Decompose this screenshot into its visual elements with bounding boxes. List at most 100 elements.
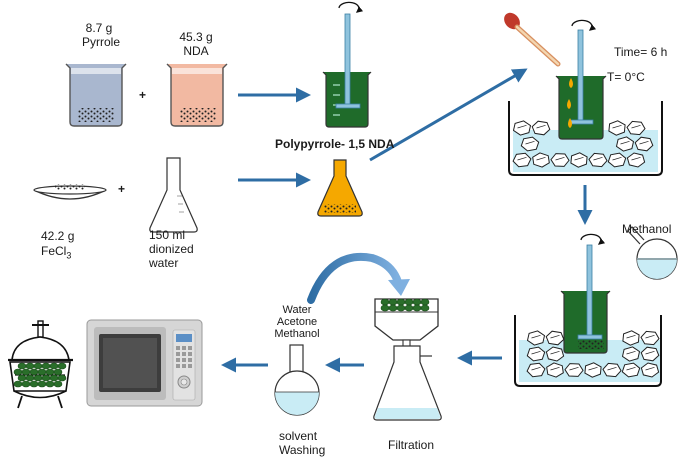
ice-cube-edge: [626, 366, 636, 371]
polymer-bead: [29, 368, 39, 376]
oven-keypad-button: [182, 364, 186, 368]
fecl3-amount: 42.2 g: [41, 229, 75, 243]
ice-cube-edge: [550, 334, 560, 339]
ice-cube-edge: [574, 156, 584, 161]
water-volume: 150 ml: [149, 228, 186, 242]
ice-cube: [545, 330, 565, 346]
nda-beaker: [166, 63, 228, 127]
ice-cube-edge: [645, 366, 655, 371]
ice-bath-reactor: [508, 19, 663, 176]
ice-cube: [622, 330, 640, 346]
ice-cube-edge: [531, 366, 541, 371]
polymer-bead: [33, 362, 43, 370]
oven-keypad-button: [182, 358, 186, 362]
polymer-bead: [25, 362, 35, 370]
fecl3-formula: FeCl3: [41, 244, 71, 262]
condition-temp: T= 0°C: [607, 70, 645, 84]
polymer-bead: [41, 362, 51, 370]
fecl3-dish: [33, 184, 107, 200]
ice-cube: [621, 346, 641, 362]
polymer-bead: [53, 368, 63, 376]
polymer-bead: [33, 374, 43, 382]
polymer-bead: [21, 368, 31, 376]
condition-time: Time= 6 h: [614, 45, 668, 59]
washing-flask: [274, 344, 320, 416]
ice-cube-edge: [550, 366, 560, 371]
ice-cube: [634, 136, 654, 152]
wash-solvent-methanol: Methanol: [274, 328, 320, 340]
polymer-bead: [380, 298, 390, 306]
oven-keypad-button: [176, 352, 180, 356]
oven-keypad-button: [176, 346, 180, 350]
polymer-bead: [396, 298, 406, 306]
curved-arrow-to-funnel: [307, 252, 402, 304]
ice-cube-edge: [569, 366, 579, 371]
ice-cube-edge: [536, 156, 546, 161]
ice-cube-edge: [593, 156, 603, 161]
ice-cube-edge: [588, 366, 598, 371]
water-flask: [149, 157, 198, 233]
ice-cube: [570, 152, 588, 168]
ice-cube: [608, 120, 626, 136]
ice-cube-edge: [517, 156, 527, 161]
ice-cube: [602, 362, 622, 378]
ice-cube-edge: [626, 334, 636, 339]
polymer-bead: [420, 304, 430, 312]
ice-cube: [626, 120, 646, 136]
polymer-bead: [37, 368, 47, 376]
oven-keypad-button: [182, 352, 186, 356]
plus-bottom: +: [118, 182, 126, 196]
drying-oven: [86, 319, 203, 407]
ice-cube: [526, 346, 546, 362]
desiccator: [8, 320, 73, 409]
ice-cube-edge: [607, 366, 617, 371]
ice-cube-edge: [550, 350, 560, 355]
polymer-bead: [53, 380, 63, 388]
curved-arrow-head: [388, 279, 410, 296]
oven-keypad-button: [176, 358, 180, 362]
product-flask: [317, 159, 363, 217]
ice-cube-edge: [626, 350, 636, 355]
filtration-label: Filtration: [388, 438, 435, 452]
polymer-bead: [45, 368, 55, 376]
reactor-beaker: [322, 1, 372, 128]
methanol-flask: [627, 226, 678, 280]
product-label: Polypyrrole- 1,5 NDA: [275, 137, 395, 151]
oven-keypad-button: [176, 364, 180, 368]
ice-cube: [564, 363, 584, 377]
ice-cube-edge: [645, 334, 655, 339]
oven-keypad-button: [182, 346, 186, 350]
ice-cube-edge: [536, 124, 546, 129]
polymer-bead: [404, 298, 414, 306]
wash-solvent-water: Water: [282, 304, 312, 316]
ice-cube: [607, 152, 627, 168]
ice-cube-edge: [631, 156, 641, 161]
ice-cube: [640, 346, 660, 362]
polymer-bead: [412, 298, 422, 306]
ice-cube-edge: [531, 350, 541, 355]
polymer-bead: [41, 374, 51, 382]
ice-cube-edge: [525, 140, 535, 145]
wash-solvent-acetone: Acetone: [276, 316, 318, 328]
oven-keypad-button: [188, 358, 192, 362]
pyrrole-beaker: [65, 63, 127, 127]
polymer-bead: [29, 380, 39, 388]
ice-cube: [526, 362, 546, 378]
polymer-bead: [13, 380, 23, 388]
polymer-bead: [404, 304, 414, 312]
fecl3-subscript: 3: [66, 250, 72, 261]
polymer-bead: [388, 304, 398, 312]
dropper: [504, 12, 561, 67]
ice-bath-reactor-2: [514, 233, 662, 387]
ice-cube: [626, 152, 646, 168]
ice-cube: [532, 152, 550, 168]
washing-label-1: solvent: [279, 429, 318, 443]
ice-cube-edge: [631, 124, 641, 129]
ice-cube-edge: [620, 140, 630, 145]
nda-amount: 45.3 g: [179, 30, 213, 44]
ice-cube: [526, 330, 546, 346]
plus-top: +: [139, 88, 147, 102]
ice-cube: [588, 152, 608, 168]
polymer-bead: [396, 304, 406, 312]
ice-cube-edge: [612, 124, 622, 129]
